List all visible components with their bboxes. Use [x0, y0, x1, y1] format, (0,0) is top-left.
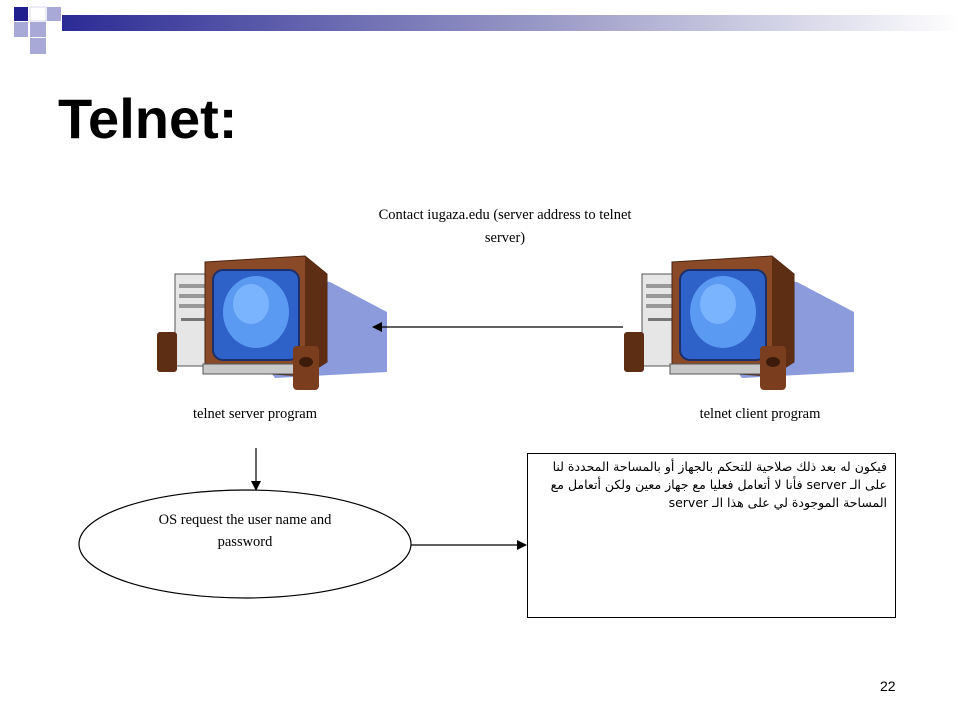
page-number: 22 [880, 678, 896, 694]
client-program-label: telnet client program [680, 406, 840, 423]
server-program-label: telnet server program [170, 406, 340, 423]
note-box: فيكون له بعد ذلك صلاحية للتحكم بالجهاز أ… [527, 453, 896, 618]
arabic-note-text: فيكون له بعد ذلك صلاحية للتحكم بالجهاز أ… [536, 458, 887, 512]
os-request-label: OS request the user name and password [135, 509, 355, 553]
